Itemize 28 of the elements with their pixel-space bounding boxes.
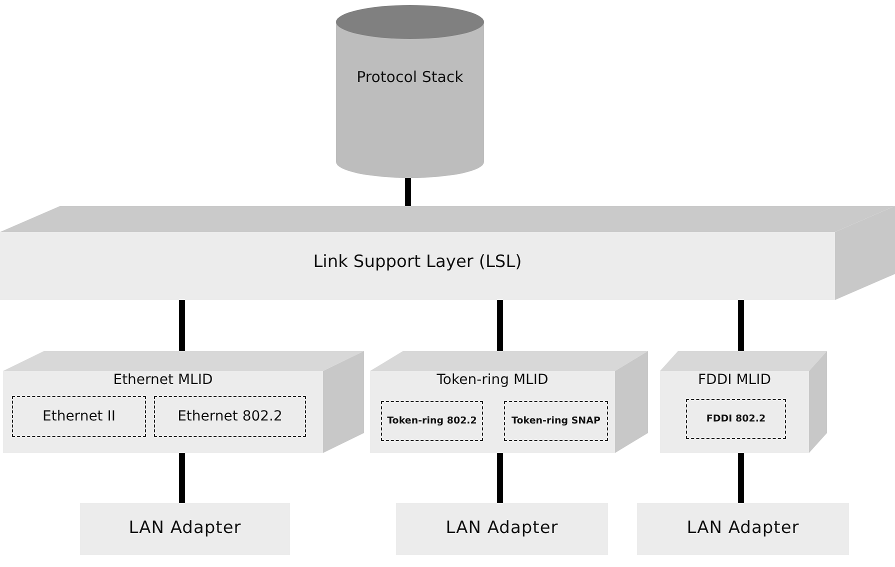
node-label: Ethernet II — [41, 408, 116, 425]
node-label: Token-ring SNAP — [510, 415, 602, 427]
frame-type-box — [686, 399, 786, 439]
connector-line — [405, 178, 411, 206]
connector-line — [497, 300, 503, 351]
adapter-box — [637, 503, 849, 555]
frame-type-box — [154, 396, 306, 437]
frame-type-box — [12, 396, 146, 437]
frame-type-box — [381, 401, 483, 441]
adapter-box — [80, 503, 290, 555]
node-label: LAN Adapter — [128, 518, 242, 538]
node-label: Protocol Stack — [356, 68, 464, 86]
node-label: Link Support Layer (LSL) — [312, 252, 523, 272]
adapter-box — [396, 503, 608, 555]
node-label: FDDI 802.2 — [705, 413, 767, 425]
connector-line — [497, 453, 503, 503]
connector-line — [738, 453, 744, 503]
node-label: Token-ring MLID — [436, 372, 550, 389]
connector-line — [179, 453, 185, 503]
node-label: Ethernet 802.2 — [176, 408, 284, 425]
node-label: Token-ring 802.2 — [386, 415, 478, 427]
frame-type-box — [504, 401, 608, 441]
connector-line — [738, 300, 744, 351]
node-label: LAN Adapter — [444, 518, 560, 538]
connector-line — [179, 300, 185, 351]
node-label: Ethernet MLID — [112, 372, 214, 389]
node-label: FDDI MLID — [697, 372, 772, 389]
node-label: LAN Adapter — [686, 518, 800, 538]
